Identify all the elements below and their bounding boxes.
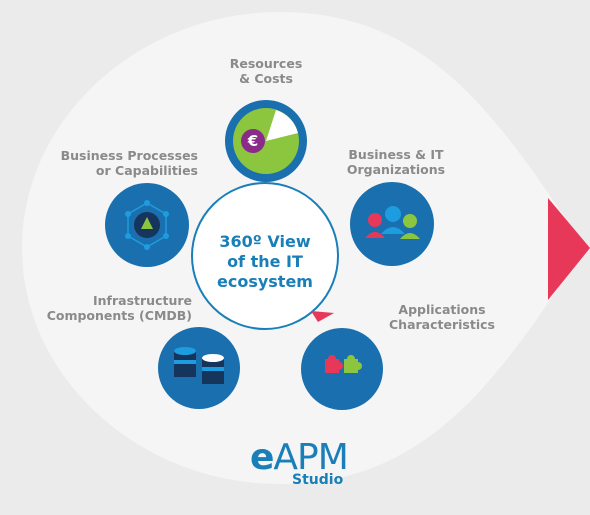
label-infrastructure-line1: Infrastructure (93, 293, 192, 308)
people-group-icon (350, 182, 434, 266)
center-ring (191, 182, 339, 330)
label-processes-line1: Business Processes (60, 148, 198, 163)
label-infrastructure-line2: Components (CMDB) (46, 308, 192, 323)
process-network-icon (105, 183, 189, 267)
label-processes-line2: or Capabilities (95, 163, 198, 178)
svg-text:€: € (247, 132, 258, 150)
label-business-it-line2: Organizations (346, 162, 446, 177)
label-business-it: Business & IT Organizations (340, 147, 452, 177)
center-title-line1: 360º View (219, 232, 311, 251)
label-infrastructure: Infrastructure Components (CMDB) (26, 293, 192, 323)
euro-pie-chart-icon: € (225, 100, 307, 182)
label-processes: Business Processes or Capabilities (40, 148, 198, 178)
label-applications: Applications Characteristics (372, 302, 512, 332)
label-applications-line1: Applications (398, 302, 486, 317)
center-title-line3: ecosystem (217, 272, 313, 291)
center-title-line2: of the IT (227, 252, 303, 271)
logo-apm: APM (273, 437, 348, 478)
puzzle-pieces-icon (301, 328, 383, 410)
label-resources-line1: Resources (229, 56, 303, 71)
label-applications-line2: Characteristics (389, 317, 495, 332)
label-resources: Resources & Costs (215, 56, 317, 86)
logo-studio: Studio (292, 472, 344, 488)
label-business-it-line1: Business & IT (348, 147, 444, 162)
center-title: 360º View of the IT ecosystem (196, 232, 334, 292)
logo-e: e (250, 437, 274, 478)
logo-wordmark: eAPM (250, 437, 349, 478)
red-arrow-icon (548, 198, 590, 300)
label-resources-line2: & Costs (239, 71, 293, 86)
database-cylinders-icon (158, 327, 240, 409)
eapm-studio-logo: eAPM Studio (250, 438, 360, 498)
center-ring-pointer-icon (311, 311, 334, 322)
